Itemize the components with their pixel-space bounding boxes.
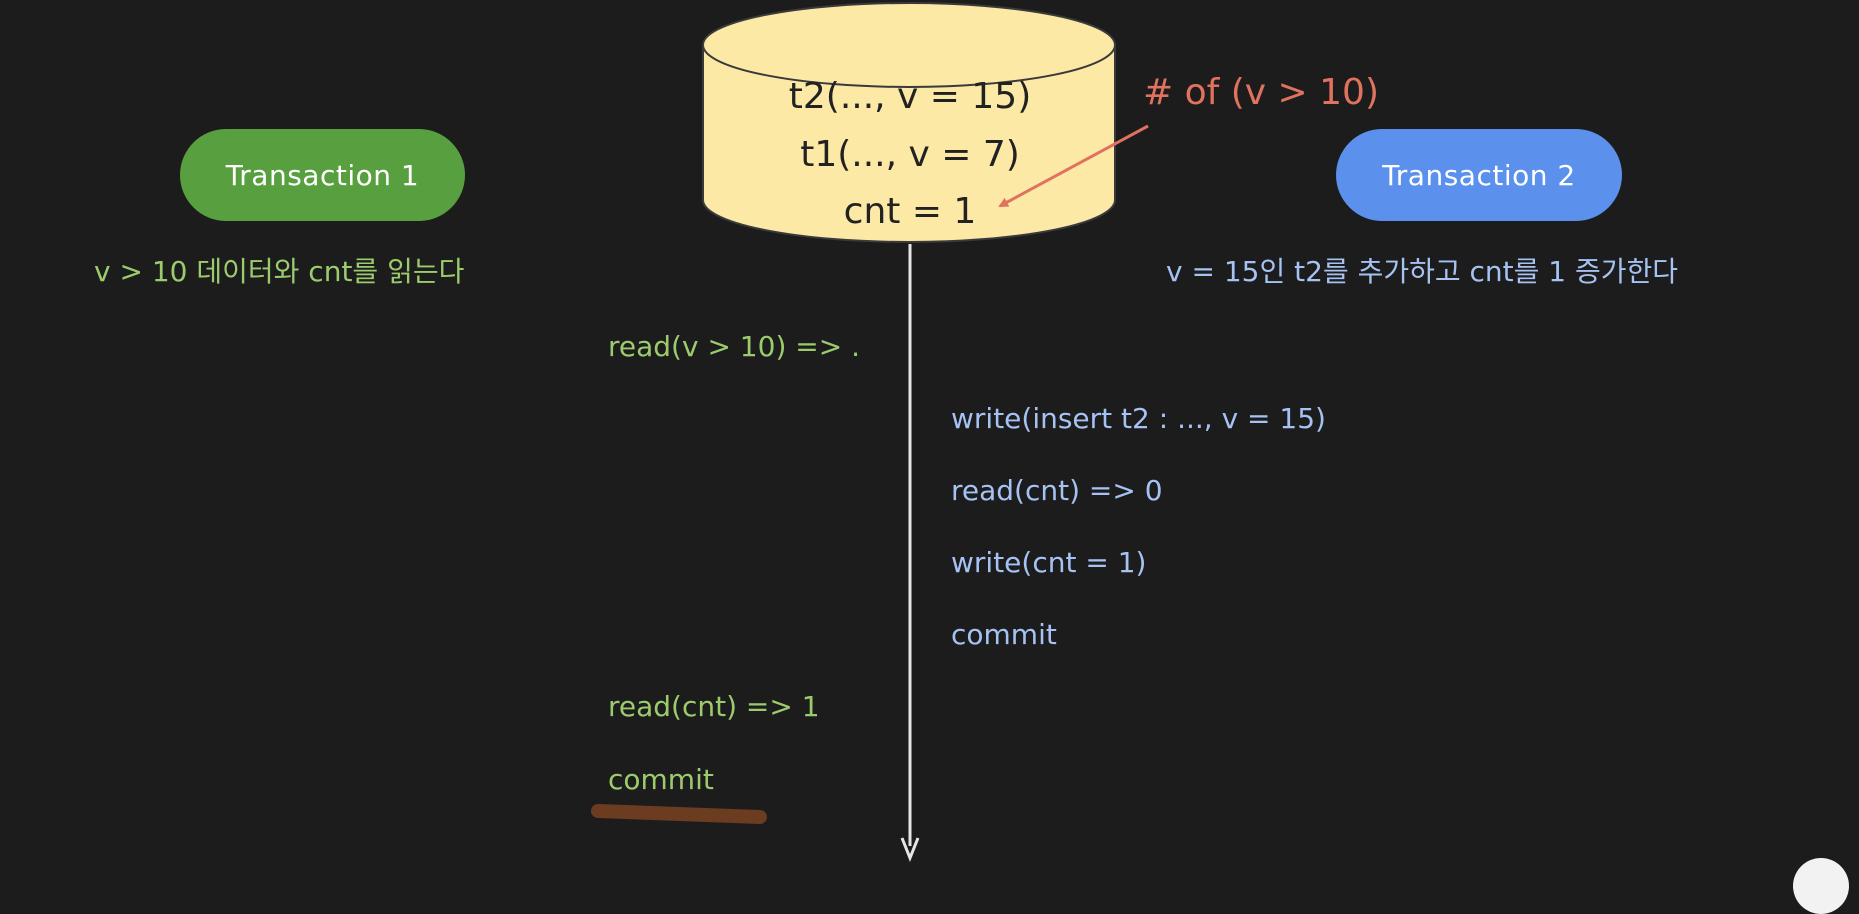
count-annotation: # of (v > 10) xyxy=(1143,72,1380,113)
transaction-2-label: Transaction 2 xyxy=(1336,129,1622,221)
transaction-1-description: v > 10 데이터와 cnt를 읽는다 xyxy=(94,255,465,288)
database-row-t2: t2(..., v = 15) xyxy=(788,76,1032,117)
transaction-1-step: read(v > 10) => . xyxy=(608,330,860,363)
annotation-arrow xyxy=(998,124,1149,208)
commit-highlight-underline xyxy=(591,804,767,824)
diagram-canvas xyxy=(591,2,1149,863)
transaction-1-step: read(cnt) => 1 xyxy=(608,690,820,723)
transaction-1-label: Transaction 1 xyxy=(180,129,465,221)
database-cylinder xyxy=(702,2,1116,243)
transaction-2-step: write(cnt = 1) xyxy=(951,546,1147,579)
transaction-1-step: commit xyxy=(608,763,714,796)
transaction-2-step: read(cnt) => 0 xyxy=(951,474,1163,507)
transaction-2-step: commit xyxy=(951,618,1057,651)
transaction-2-step: write(insert t2 : ..., v = 15) xyxy=(951,402,1326,435)
database-row-cnt: cnt = 1 xyxy=(843,191,977,232)
timeline-arrowhead xyxy=(900,837,920,863)
database-row-t1: t1(..., v = 7) xyxy=(800,134,1020,175)
transaction-2-description: v = 15인 t2를 추가하고 cnt를 1 증가한다 xyxy=(1166,255,1679,288)
channel-avatar xyxy=(1793,858,1849,914)
